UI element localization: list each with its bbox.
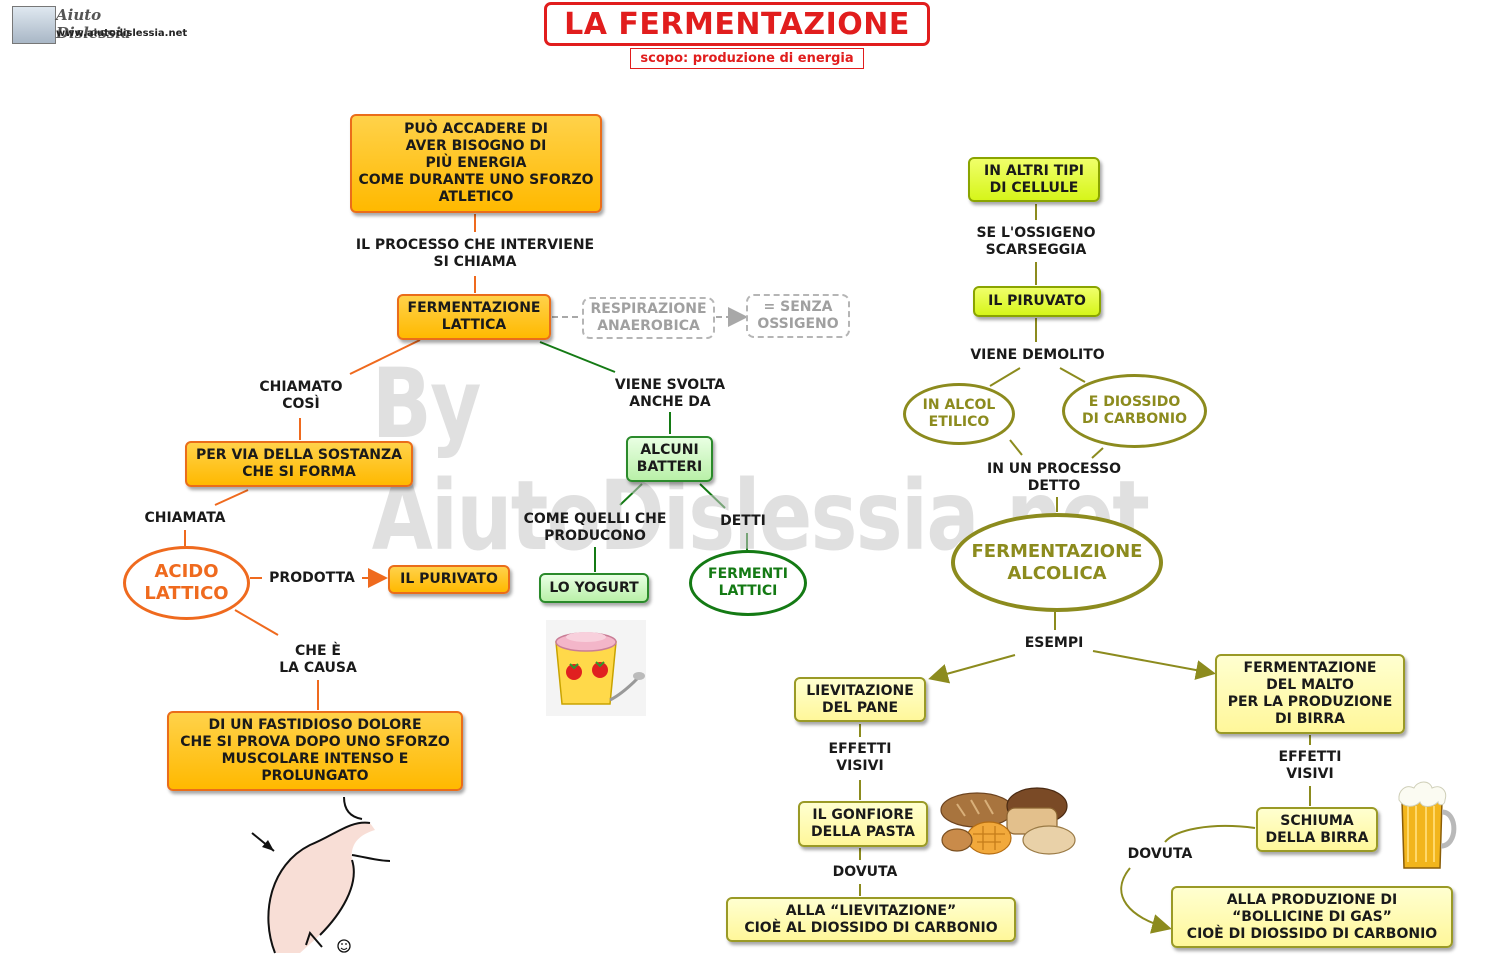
link-visible-effects-1: EFFETTI VISIVI [828, 741, 892, 774]
node-other-cells: IN ALTRI TIPI DI CELLULE [968, 157, 1100, 202]
node-pyruvate: IL PIRUVATO [973, 286, 1101, 317]
link-produced: PRODOTTA [269, 569, 355, 586]
link-cause: CHE È LA CAUSA [279, 643, 357, 676]
node-bread-leavening: LIEVITAZIONE DEL PANE [794, 677, 926, 722]
link-called: CHIAMATA [144, 509, 226, 526]
node-without-oxygen: = SENZA OSSIGENO [746, 294, 850, 338]
link-demolished: VIENE DEMOLITO [970, 346, 1105, 363]
link-also-done-by: VIENE SVOLTA ANCHE DA [614, 377, 726, 410]
logo-name: Aiuto Dislessia [56, 6, 131, 42]
logo[interactable]: Aiuto Dislessia www.aiutodislessia.net [12, 6, 187, 46]
beer-mug-illustration [1398, 781, 1457, 869]
logo-url: www.aiutodislessia.net [56, 28, 188, 39]
leg-muscle-illustration [251, 796, 391, 954]
page-subtitle: scopo: produzione di energia [630, 48, 864, 69]
node-ethyl-alcohol: IN ALCOL ETILICO [903, 383, 1015, 445]
node-yogurt: LO YOGURT [539, 573, 649, 603]
node-leavening-co2: ALLA “LIEVITAZIONE” CIOÈ AL DIOSSIDO DI … [726, 897, 1016, 942]
yogurt-cup-illustration [546, 620, 646, 716]
node-dough-swelling: IL GONFIORE DELLA PASTA [798, 801, 928, 847]
node-carbon-dioxide: E DIOSSIDO DI CARBONIO [1062, 374, 1207, 448]
link-called-plural: DETTI [720, 512, 766, 529]
node-lactic-ferments: FERMENTI LATTICI [689, 550, 807, 616]
page-title: LA FERMENTAZIONE [544, 2, 930, 46]
node-substance-formed: PER VIA DELLA SOSTANZA CHE SI FORMA [185, 441, 413, 487]
node-beer-foam: SCHIUMA DELLA BIRRA [1256, 807, 1378, 852]
node-lactic-fermentation: FERMENTAZIONE LATTICA [397, 294, 551, 340]
node-pyruvate-left: IL PURIVATO [388, 565, 510, 594]
node-anaerobic-respiration: RESPIRAZIONE ANAEROBICA [582, 297, 715, 339]
node-pain: DI UN FASTIDIOSO DOLORE CHE SI PROVA DOP… [167, 711, 463, 791]
node-malt-fermentation: FERMENTAZIONE DEL MALTO PER LA PRODUZION… [1215, 654, 1405, 734]
node-some-bacteria: ALCUNI BATTERI [626, 436, 713, 482]
link-like-producers: COME QUELLI CHE PRODUCONO [523, 511, 667, 544]
node-alcoholic-fermentation: FERMENTAZIONE ALCOLICA [951, 513, 1163, 612]
node-gas-bubbles: ALLA PRODUZIONE DI “BOLLICINE DI GAS” CI… [1171, 886, 1453, 948]
link-due-1: DOVUTA [832, 863, 898, 880]
link-called-so: CHIAMATO COSÌ [259, 379, 343, 412]
link-visible-effects-2: EFFETTI VISIVI [1278, 749, 1342, 782]
bread-illustration [940, 787, 1076, 855]
node-lactic-acid: ACIDO LATTICO [123, 546, 250, 620]
link-process: IL PROCESSO CHE INTERVIENE SI CHIAMA [355, 237, 595, 270]
link-examples: ESEMPI [1024, 634, 1084, 651]
link-process-called: IN UN PROCESSO DETTO [987, 461, 1121, 494]
book-icon [12, 6, 56, 44]
node-need-energy: PUÒ ACCADERE DI AVER BISOGNO DI PIÙ ENER… [350, 114, 602, 213]
link-due-2: DOVUTA [1127, 845, 1193, 862]
link-oxygen-scarce: SE L'OSSIGENO SCARSEGGIA [976, 225, 1096, 258]
